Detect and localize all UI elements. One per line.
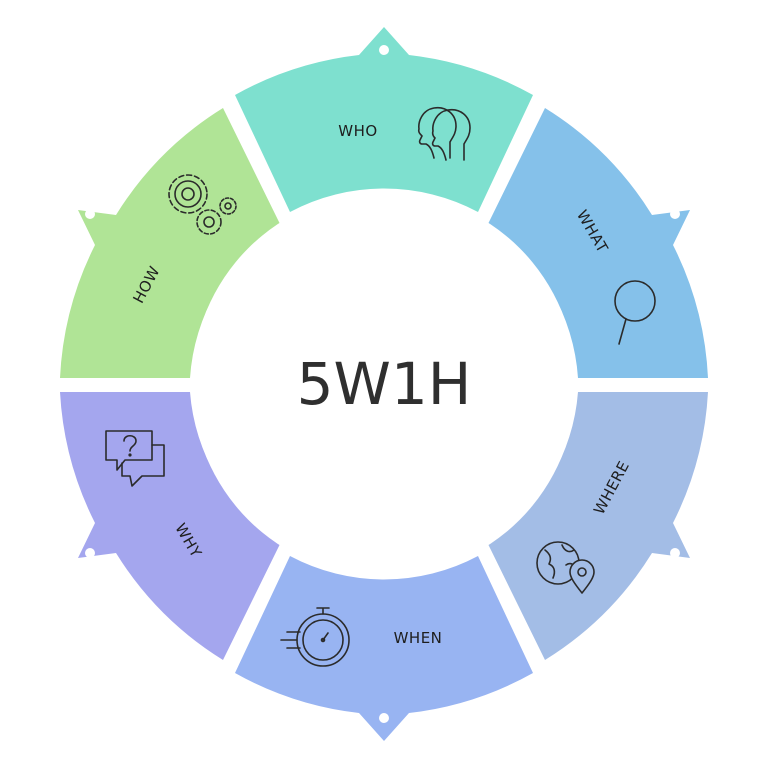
segment-why [60,392,280,660]
segment-when [235,556,533,741]
tab-hole-what [670,209,680,219]
label-who: WHO [338,122,377,140]
segment-how [60,108,280,378]
question-chat-icon [105,430,165,487]
stopwatch-icon [280,607,350,667]
globe-location-icon [536,541,595,594]
segment-where [488,392,708,660]
center-title: 5W1H [297,350,472,418]
heads-profile-icon [417,106,471,161]
magnifier-icon [614,280,656,345]
label-when: WHEN [394,629,443,647]
tab-hole-where [670,548,680,558]
gears-icon [168,174,237,235]
tab-hole-how [85,209,95,219]
tab-hole-when [379,713,389,723]
center-circle [192,192,576,576]
segment-who [235,27,533,212]
tab-hole-why [85,548,95,558]
tab-holes [85,45,680,723]
tab-hole-who [379,45,389,55]
